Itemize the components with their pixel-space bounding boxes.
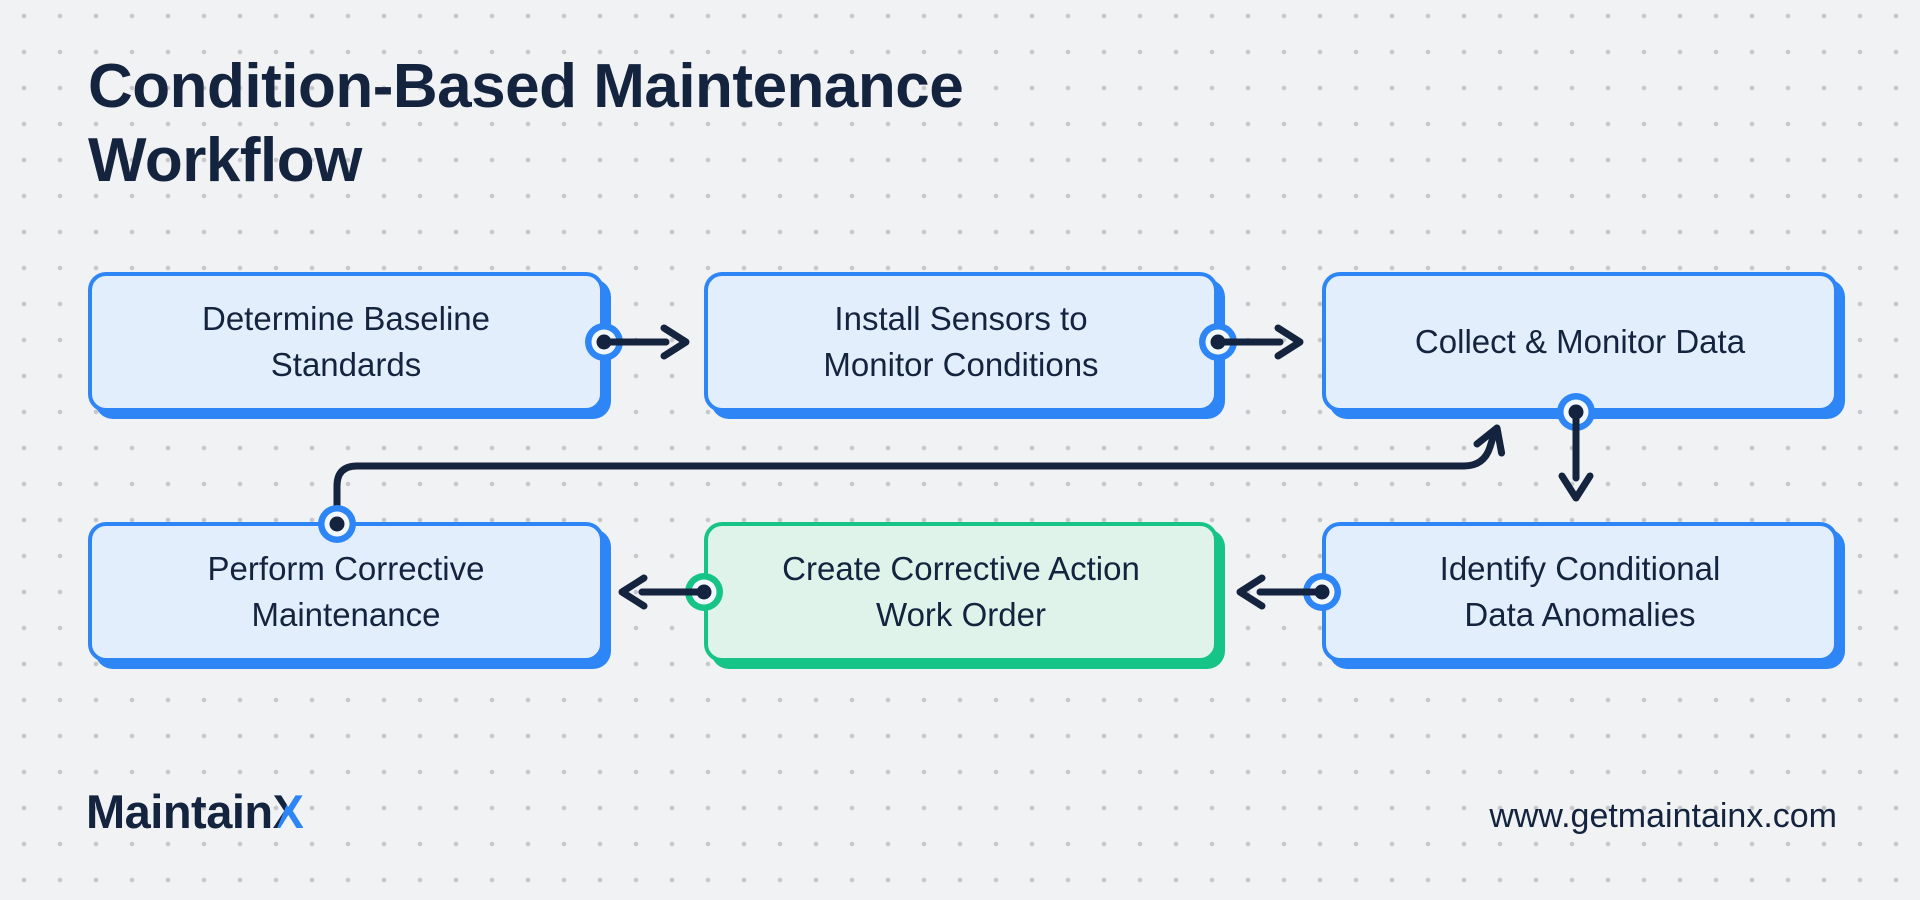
step-label: Perform Corrective Maintenance	[207, 549, 485, 633]
step-create-corrective-work-order: Create Corrective Action Work Order	[704, 522, 1218, 662]
step-determine-baseline: Determine Baseline Standards	[88, 272, 604, 412]
step-label: Determine Baseline Standards	[202, 299, 490, 383]
step-identify-data-anomalies: Identify Conditional Data Anomalies	[1322, 522, 1838, 662]
arrow-collect-to-identify	[1558, 408, 1594, 502]
step-label: Identify Conditional Data Anomalies	[1439, 549, 1721, 633]
arrow-create-to-perform	[618, 574, 708, 610]
arrow-determine-to-install	[600, 324, 690, 360]
logo-text-x: X	[272, 785, 304, 838]
step-install-sensors: Install Sensors to Monitor Conditions	[704, 272, 1218, 412]
page-title-line-2: Workflow	[88, 125, 362, 195]
website-url: www.getmaintainx.com	[1489, 797, 1837, 835]
page-title: Condition-Based Maintenance Workflow	[88, 50, 964, 198]
step-label: Install Sensors to Monitor Conditions	[823, 299, 1099, 383]
arrow-identify-to-create	[1236, 574, 1326, 610]
arrow-feedback-loop	[333, 424, 1506, 526]
step-perform-corrective-maintenance: Perform Corrective Maintenance	[88, 522, 604, 662]
step-label: Collect & Monitor Data	[1414, 322, 1746, 360]
page-title-line-1: Condition-Based Maintenance	[88, 52, 964, 121]
arrow-install-to-collect	[1214, 324, 1304, 360]
maintainx-logo: MaintainX	[86, 784, 304, 839]
step-collect-monitor-data: Collect & Monitor Data	[1322, 272, 1838, 412]
logo-text-maintain: Maintain	[86, 785, 273, 838]
step-label: Create Corrective Action Work Order	[782, 549, 1140, 633]
